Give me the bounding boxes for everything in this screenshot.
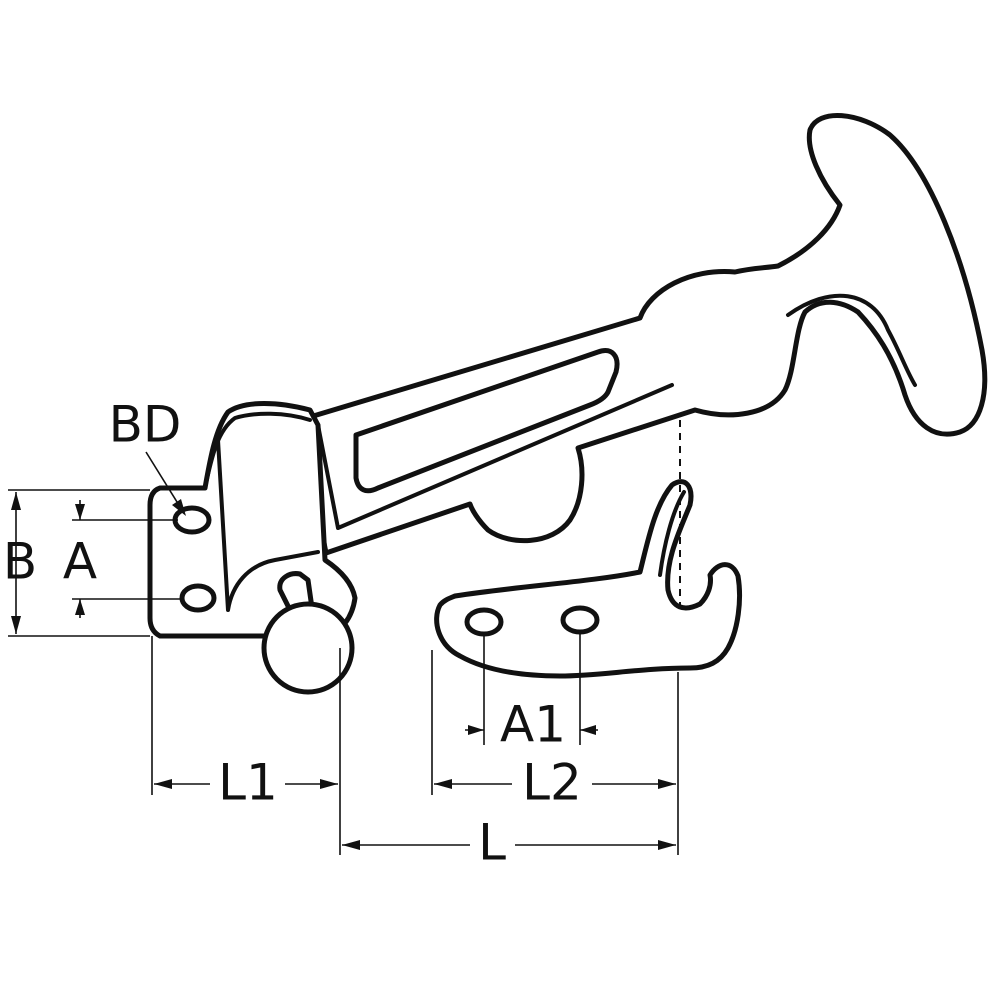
a1-arrow-right xyxy=(580,725,596,735)
dimension-lines xyxy=(8,451,679,855)
handle-groove xyxy=(786,293,917,387)
pivot-bracket xyxy=(216,438,320,612)
mounting-hole-upper xyxy=(172,505,212,535)
a-arrow-bottom xyxy=(75,599,85,615)
label-bd: BD xyxy=(109,396,182,454)
b-arrow-bottom xyxy=(11,616,21,634)
label-b: B xyxy=(3,533,37,591)
bd-leader-arrow xyxy=(172,499,186,516)
label-l1: L1 xyxy=(218,754,278,812)
a-arrow-top xyxy=(75,504,85,520)
label-l2: L2 xyxy=(522,754,582,812)
label-l: L xyxy=(478,814,506,872)
l2-arrow-left xyxy=(434,779,452,789)
label-a1: A1 xyxy=(500,696,566,754)
label-a: A xyxy=(63,533,97,591)
keeper-outline xyxy=(434,479,743,679)
l1-arrow-left xyxy=(154,779,172,789)
latch-lever xyxy=(297,112,988,556)
b-arrow-top xyxy=(11,492,21,510)
l-arrow-right xyxy=(658,840,676,850)
lever-slot xyxy=(353,348,620,494)
bd-leader xyxy=(145,451,183,511)
l-arrow-left xyxy=(342,840,360,850)
keeper-hole-left xyxy=(464,607,504,637)
pivot-bracket-top xyxy=(203,411,312,490)
keeper-hole-right xyxy=(560,605,600,635)
l1-arrow-right xyxy=(320,779,338,789)
lever-body xyxy=(297,112,988,556)
mounting-hole-lower xyxy=(179,583,217,613)
pull-ring xyxy=(261,601,355,695)
lever-inner-edge xyxy=(316,383,674,530)
base-plate xyxy=(147,401,358,695)
l2-arrow-right xyxy=(658,779,676,789)
a1-arrow-left xyxy=(468,725,484,735)
